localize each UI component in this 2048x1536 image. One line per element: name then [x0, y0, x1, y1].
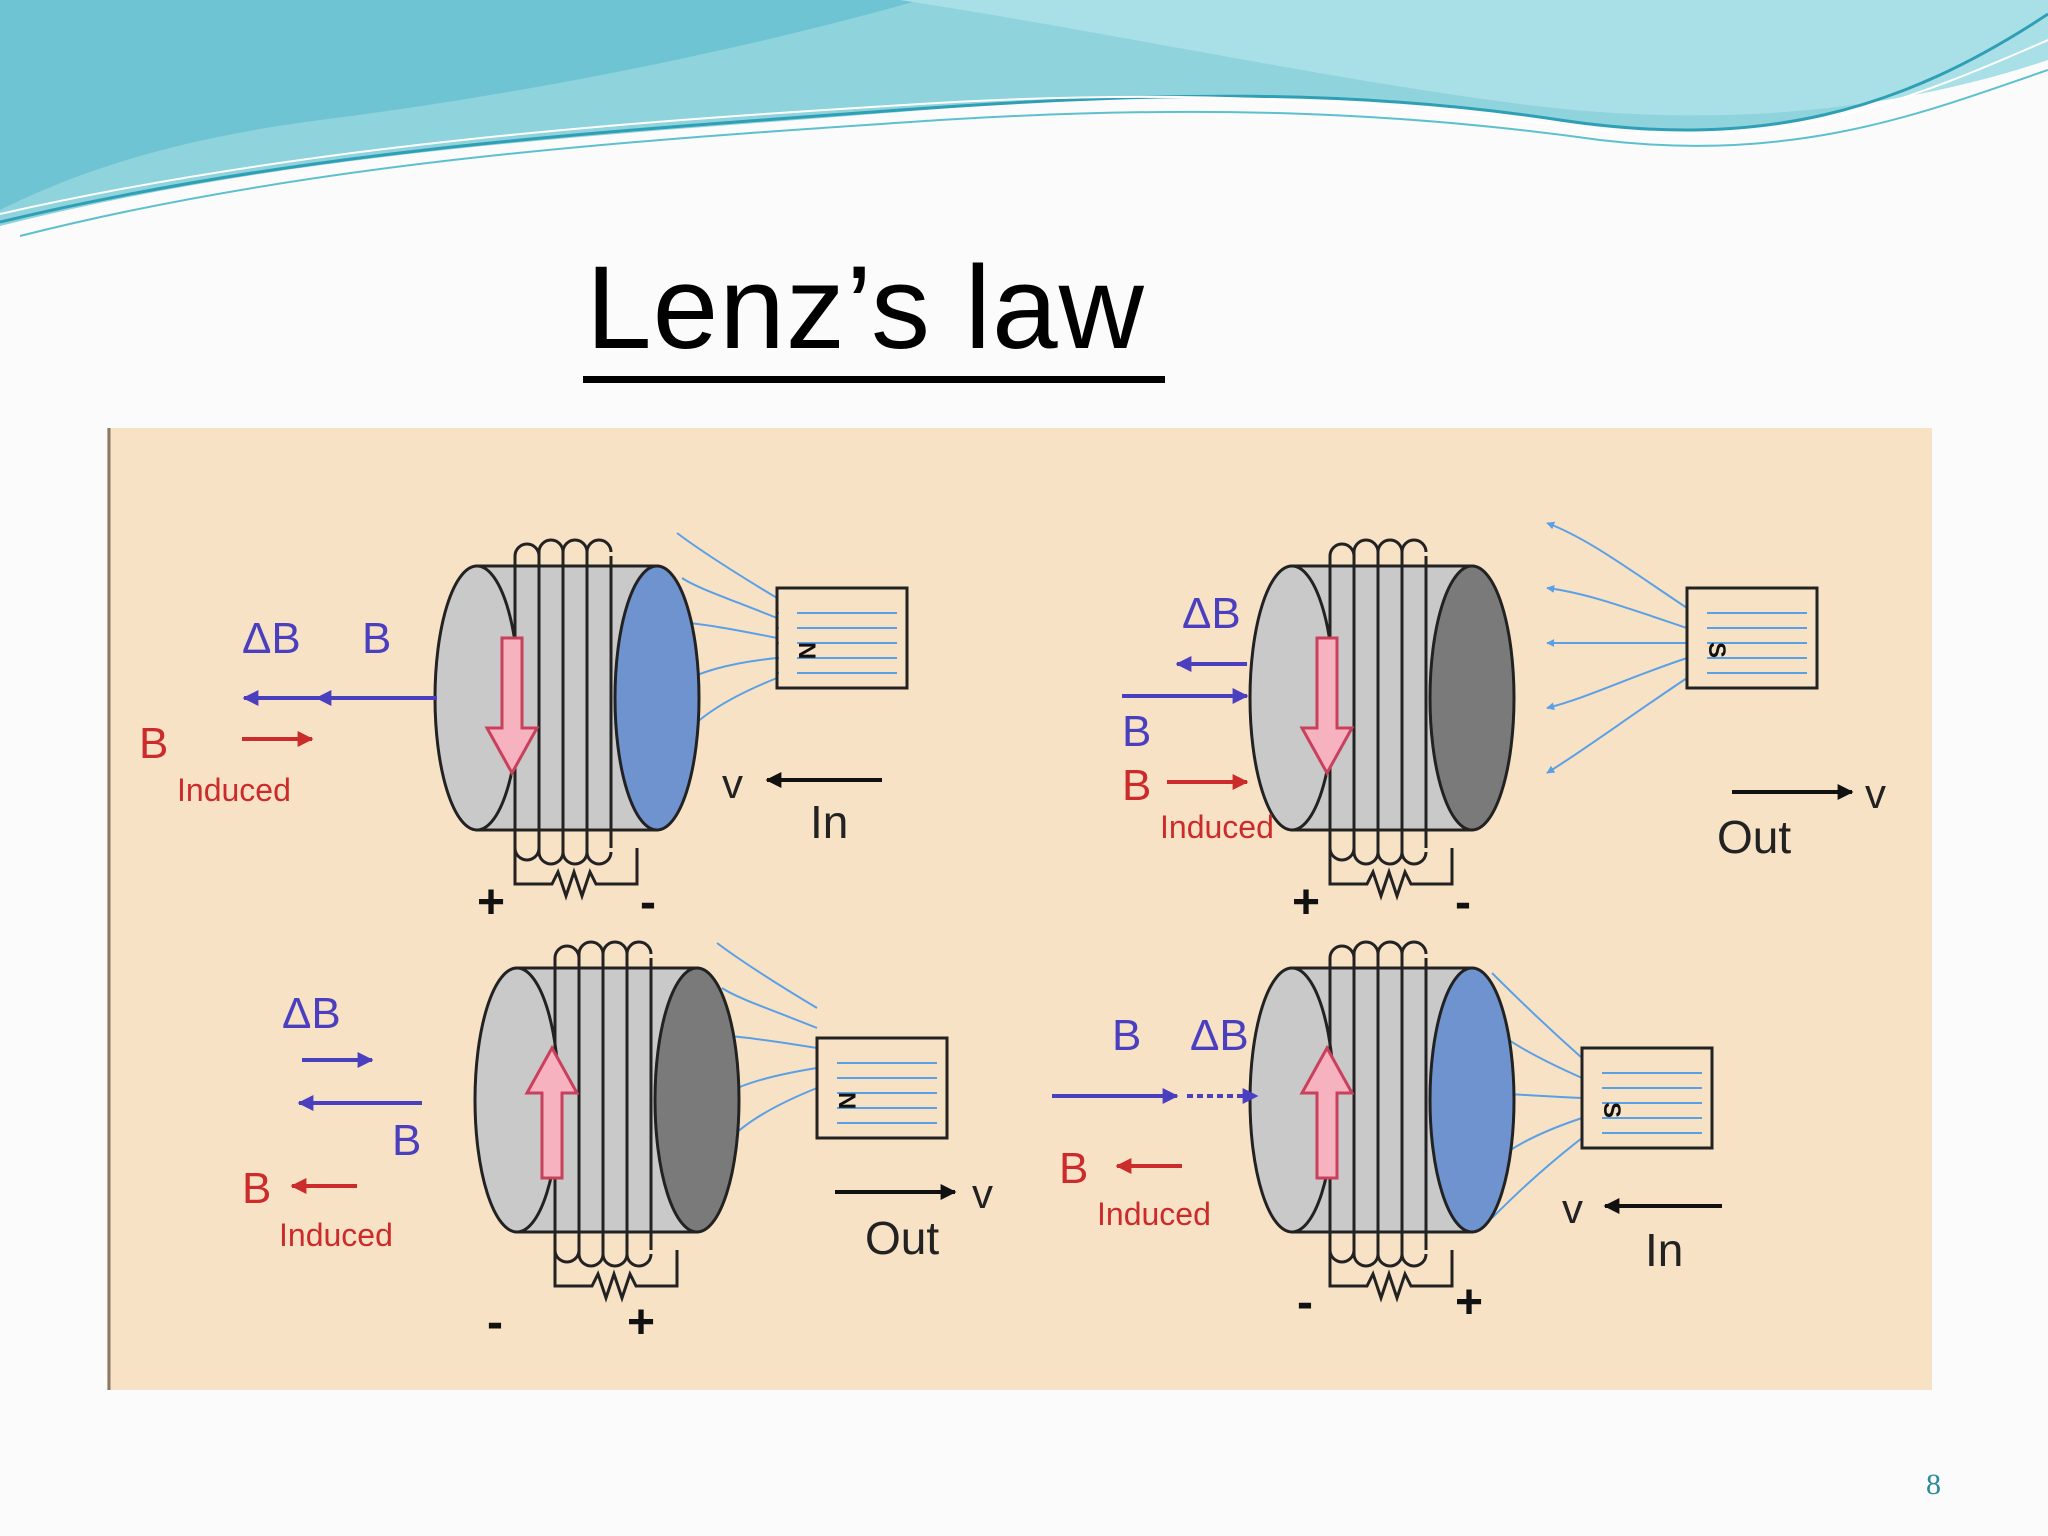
b-field-label: B — [1112, 1011, 1141, 1060]
bar-magnet — [1580, 1046, 1714, 1150]
b-induced-label: B — [242, 1164, 271, 1213]
diagram-s-out: S v Out ΔB B B Induced + - — [1122, 521, 1886, 929]
diagram-background — [107, 428, 1932, 1390]
left-terminal-sign: + — [1292, 876, 1320, 929]
induced-field-arrow — [484, 636, 540, 777]
field-lines — [1546, 521, 1688, 774]
right-terminal-sign: - — [1455, 876, 1471, 929]
velocity-label: v — [972, 1170, 993, 1217]
coil-end-face — [653, 966, 741, 1234]
page-number: 8 — [1926, 1468, 1941, 1501]
coil-end-face — [1428, 564, 1516, 832]
b-induced-subscript: Induced — [177, 772, 291, 808]
left-terminal-sign: - — [487, 1296, 503, 1349]
right-terminal-sign: + — [1455, 1276, 1483, 1329]
induced-field-arrow — [524, 1044, 580, 1180]
magnet-pole-label: S — [1598, 1102, 1625, 1118]
b-field-label: B — [1122, 707, 1151, 756]
motion-label: In — [810, 796, 848, 848]
coil-end-face — [613, 564, 701, 832]
b-induced-subscript: Induced — [1160, 809, 1274, 845]
left-terminal-sign: - — [1297, 1276, 1313, 1329]
magnet-pole-label: N — [833, 1092, 860, 1109]
b-induced-subscript: Induced — [1097, 1196, 1211, 1232]
bar-magnet — [775, 586, 909, 690]
diagram-n-in: N v In ΔB B B Induced + - — [139, 532, 909, 929]
right-terminal-sign: + — [627, 1296, 655, 1349]
right-terminal-sign: - — [640, 876, 656, 929]
magnet-pole-label: N — [793, 642, 820, 659]
b-field-label: B — [362, 614, 391, 663]
bar-magnet — [1685, 586, 1819, 690]
motion-label: Out — [1717, 811, 1791, 863]
b-induced-label: B — [1059, 1144, 1088, 1193]
motion-label: In — [1645, 1224, 1683, 1276]
b-induced-label: B — [139, 719, 168, 768]
delta-b-label: ΔB — [242, 614, 301, 663]
velocity-label: v — [1562, 1185, 1583, 1232]
left-terminal-sign: + — [477, 876, 505, 929]
coil-end-face — [1428, 966, 1516, 1234]
induced-field-arrow — [1299, 636, 1355, 777]
motion-label: Out — [865, 1212, 939, 1264]
b-induced-label: B — [1122, 761, 1151, 810]
coil-windings — [1328, 538, 1454, 901]
bar-magnet — [815, 1036, 949, 1140]
delta-b-label: ΔB — [1190, 1011, 1249, 1060]
coil-windings — [1328, 940, 1454, 1303]
delta-b-label: ΔB — [282, 989, 341, 1038]
title-underline — [583, 376, 1165, 383]
diagram-s-in: S v In B ΔB B Induced - + — [1052, 940, 1722, 1329]
induced-field-arrow — [1299, 1044, 1355, 1180]
velocity-label: v — [1865, 770, 1886, 817]
lenz-law-diagram: N v In ΔB B B Induced + - — [107, 428, 1932, 1390]
b-induced-subscript: Induced — [279, 1217, 393, 1253]
velocity-label: v — [722, 760, 743, 807]
diagram-n-out: N v Out ΔB B B Induced - + — [242, 940, 993, 1349]
slide-title: Lenz’s law — [586, 242, 1145, 374]
header-wave-decoration — [0, 0, 2048, 237]
delta-b-label: ΔB — [1182, 589, 1241, 638]
b-field-label: B — [392, 1116, 421, 1165]
magnet-pole-label: S — [1703, 642, 1730, 658]
